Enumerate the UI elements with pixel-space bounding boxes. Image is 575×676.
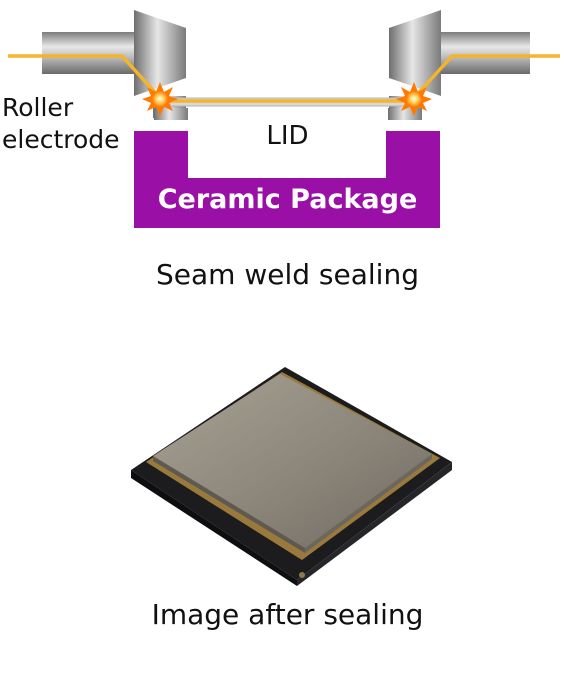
caption-after-sealing: Image after sealing — [151, 598, 424, 631]
weld-spark-icon — [142, 82, 178, 116]
right-electrode-shaft — [438, 32, 530, 74]
package-base-side-left — [131, 470, 297, 586]
metal-lid-edge-right — [305, 454, 432, 553]
metal-lid-top — [153, 374, 432, 548]
roller-electrode-label: Roller electrode — [2, 92, 120, 156]
left-seal-ring — [154, 108, 188, 120]
package-body — [134, 131, 440, 228]
left-electrode-shaft — [42, 32, 137, 74]
current-line-right — [412, 54, 560, 100]
pin1-marker — [299, 572, 305, 578]
package-base-side-right — [297, 462, 452, 586]
weld-current-path — [8, 54, 560, 103]
sealed-package-photo — [131, 367, 452, 586]
ceramic-package-label: Ceramic Package — [157, 184, 418, 215]
left-electrode-wheel — [134, 10, 186, 96]
lid-label: LID — [266, 121, 309, 151]
roller-electrode-label-line1: Roller — [2, 93, 74, 122]
caption-seam-weld: Seam weld sealing — [156, 258, 419, 291]
right-seal-ring — [388, 108, 422, 120]
weld-spark-icon — [396, 82, 432, 116]
current-line-left — [8, 54, 162, 100]
ceramic-package — [134, 108, 440, 228]
roller-electrode-label-line2: electrode — [2, 125, 120, 154]
right-electrode-wheel — [389, 10, 441, 96]
metal-lid-edge-left — [153, 456, 305, 553]
